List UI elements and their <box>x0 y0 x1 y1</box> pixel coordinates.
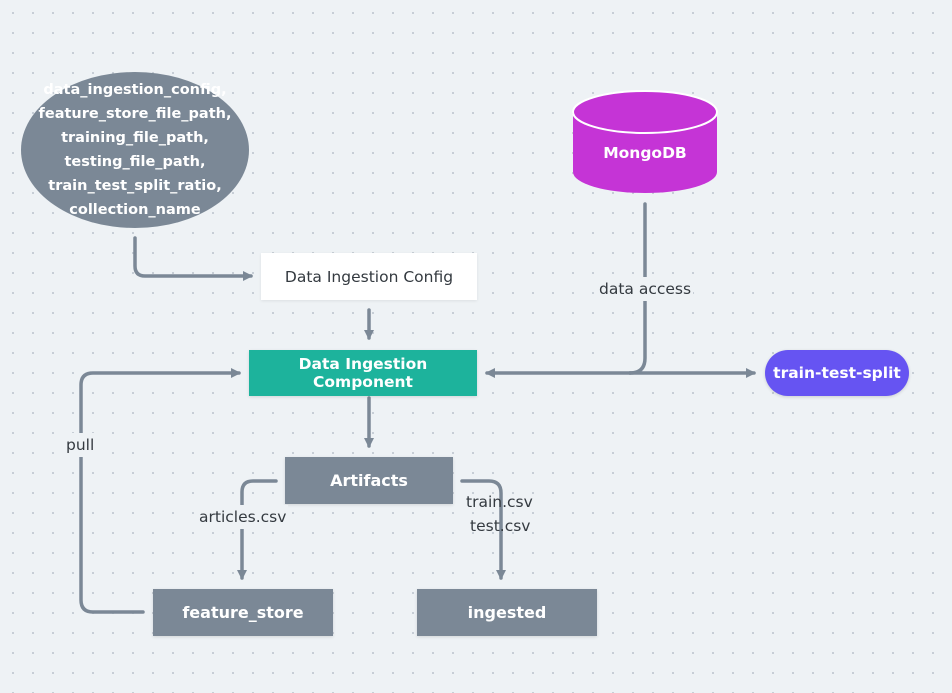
edge-artifacts-to-ingested <box>460 479 506 580</box>
config-param-line: feature_store_file_path, <box>38 106 232 122</box>
edge-artifacts-to-feature-store <box>237 479 278 580</box>
edge-pull-loop <box>79 368 241 614</box>
config-param-line: train_test_split_ratio, <box>48 178 222 194</box>
train-test-split-node[interactable]: train-test-split <box>765 350 909 396</box>
edge-label-articles-csv: articles.csv <box>197 505 289 529</box>
feature-store-node[interactable]: feature_store <box>153 589 333 636</box>
edge-label-pull: pull <box>64 433 97 457</box>
config-parameters-node[interactable]: data_ingestion_config, feature_store_fil… <box>21 72 249 228</box>
config-param-line: training_file_path, <box>61 130 209 146</box>
data-ingestion-config-node[interactable]: Data Ingestion Config <box>261 253 477 300</box>
data-ingestion-component-node[interactable]: Data Ingestion Component <box>249 350 477 396</box>
edge-label-test-csv: test.csv <box>470 517 531 535</box>
mongodb-label[interactable]: MongoDB <box>603 144 687 162</box>
edge-label-data-access: data access <box>597 277 694 301</box>
artifacts-node[interactable]: Artifacts <box>285 457 453 504</box>
edge-config-params-to-config <box>133 236 253 281</box>
config-param-line: testing_file_path, <box>64 154 206 170</box>
mongodb-cylinder-icon <box>572 90 718 193</box>
config-param-line: data_ingestion_config, <box>43 82 227 98</box>
config-param-line: collection_name <box>69 202 201 218</box>
edge-label-train-csv: train.csv <box>466 493 533 511</box>
ingested-node[interactable]: ingested <box>417 589 597 636</box>
